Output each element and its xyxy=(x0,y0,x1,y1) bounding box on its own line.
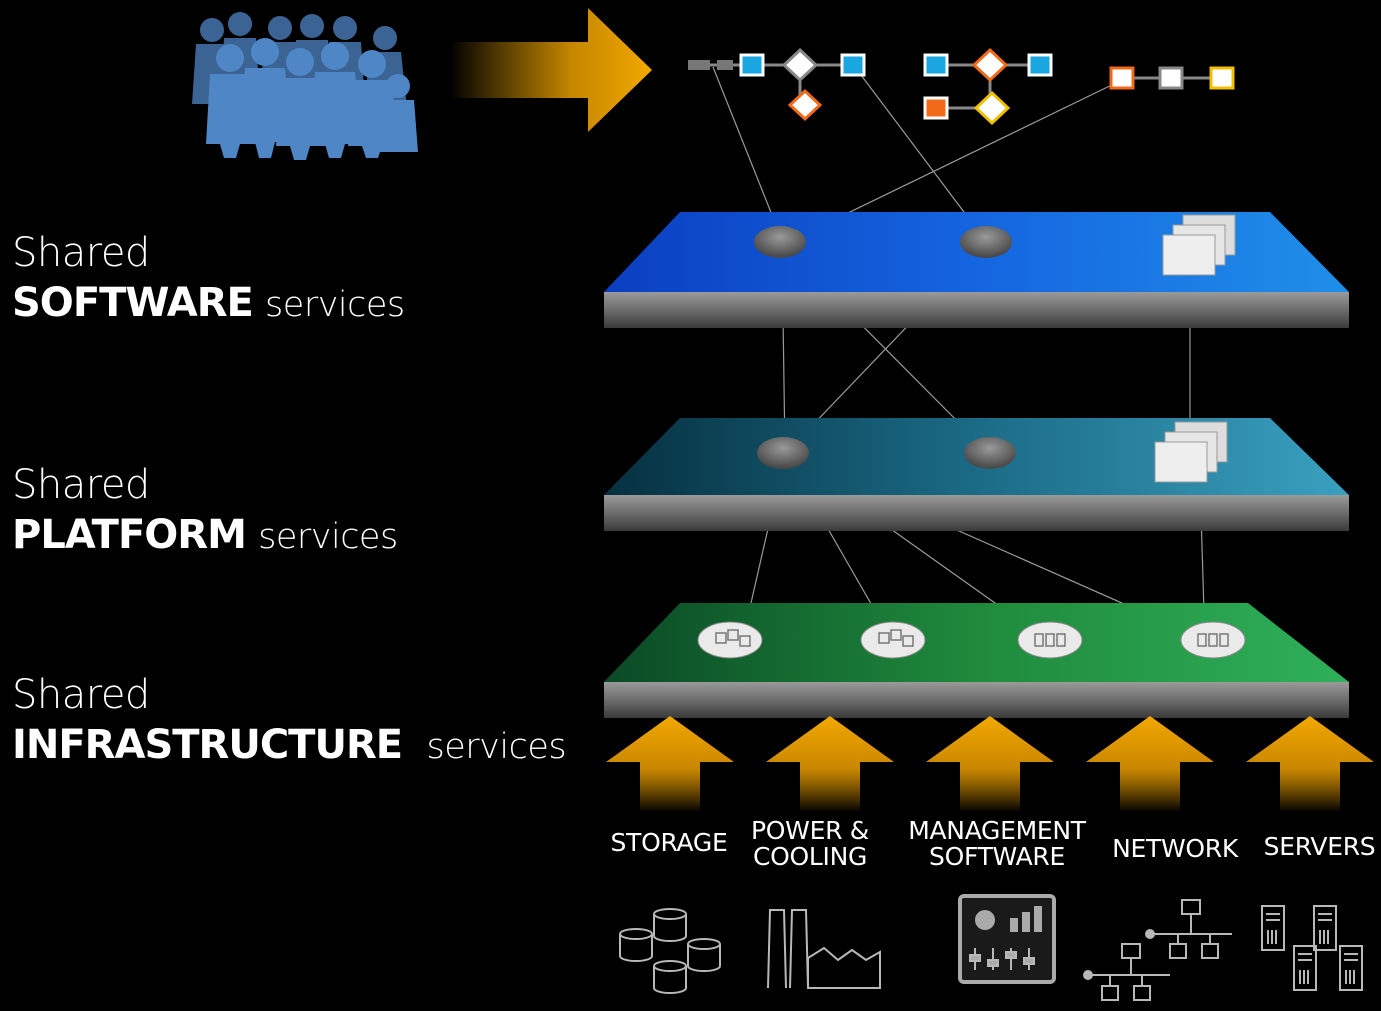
flow-decision xyxy=(781,47,819,83)
software-layer xyxy=(604,212,1349,328)
document-stack-icon xyxy=(1162,214,1236,276)
software-layer-label: Shared SOFTWARE services xyxy=(12,228,405,330)
category-line2: SOFTWARE xyxy=(929,842,1065,871)
network-icon xyxy=(1083,899,1232,1001)
flow-node xyxy=(923,96,949,120)
platform-node-2 xyxy=(964,437,1016,469)
layer-prefix: Shared xyxy=(12,672,150,718)
flow-node xyxy=(1109,66,1135,90)
process-flows xyxy=(688,47,1235,126)
flow-decision xyxy=(971,47,1009,83)
servers-icon xyxy=(1261,905,1363,991)
category-line1: NETWORK xyxy=(1112,834,1238,863)
flow-node xyxy=(840,53,866,77)
category-management-software: MANAGEMENT SOFTWARE xyxy=(892,818,1102,870)
category-network: NETWORK xyxy=(1100,836,1250,862)
infrastructure-layer-label: Shared INFRASTRUCTURE services xyxy=(12,670,567,772)
flow-node xyxy=(1158,66,1184,90)
infra-node-storage xyxy=(697,621,1246,659)
platform-layer-label: Shared PLATFORM services xyxy=(12,460,398,562)
software-node-1 xyxy=(754,226,806,258)
layer-prefix: Shared xyxy=(12,230,150,276)
demand-arrow xyxy=(450,8,652,132)
infrastructure-layer xyxy=(604,603,1349,718)
layer-suffix: services xyxy=(258,517,398,557)
layer-keyword: SOFTWARE xyxy=(12,280,254,326)
flow-node xyxy=(1209,66,1235,90)
category-storage: STORAGE xyxy=(604,830,734,856)
category-line1: POWER & xyxy=(751,816,869,845)
category-power-cooling: POWER & COOLING xyxy=(740,818,880,870)
flow-node xyxy=(1027,53,1053,77)
flow-decision xyxy=(787,88,823,122)
users-group-icon xyxy=(192,12,418,160)
flow-node xyxy=(923,53,949,77)
input-arrows xyxy=(606,716,1374,812)
flow-node xyxy=(739,53,765,77)
category-line2: COOLING xyxy=(752,842,868,871)
layer-prefix: Shared xyxy=(12,462,150,508)
category-servers: SERVERS xyxy=(1258,834,1381,860)
layer-suffix: services xyxy=(426,727,567,767)
category-line1: MANAGEMENT xyxy=(908,816,1086,845)
layer-keyword: PLATFORM xyxy=(12,512,247,558)
layer-keyword: INFRASTRUCTURE xyxy=(12,722,403,768)
category-line1: SERVERS xyxy=(1263,832,1376,861)
category-line1: STORAGE xyxy=(610,828,728,857)
flow-decision xyxy=(973,90,1011,126)
connection-lines xyxy=(712,66,1211,661)
power-cooling-icon xyxy=(767,909,881,989)
platform-node-1 xyxy=(757,437,809,469)
layer-suffix: services xyxy=(265,285,405,325)
document-stack-icon xyxy=(1154,421,1228,483)
software-node-2 xyxy=(960,226,1012,258)
platform-layer xyxy=(604,418,1349,531)
management-software-icon xyxy=(958,894,1056,984)
storage-icon xyxy=(619,908,721,994)
